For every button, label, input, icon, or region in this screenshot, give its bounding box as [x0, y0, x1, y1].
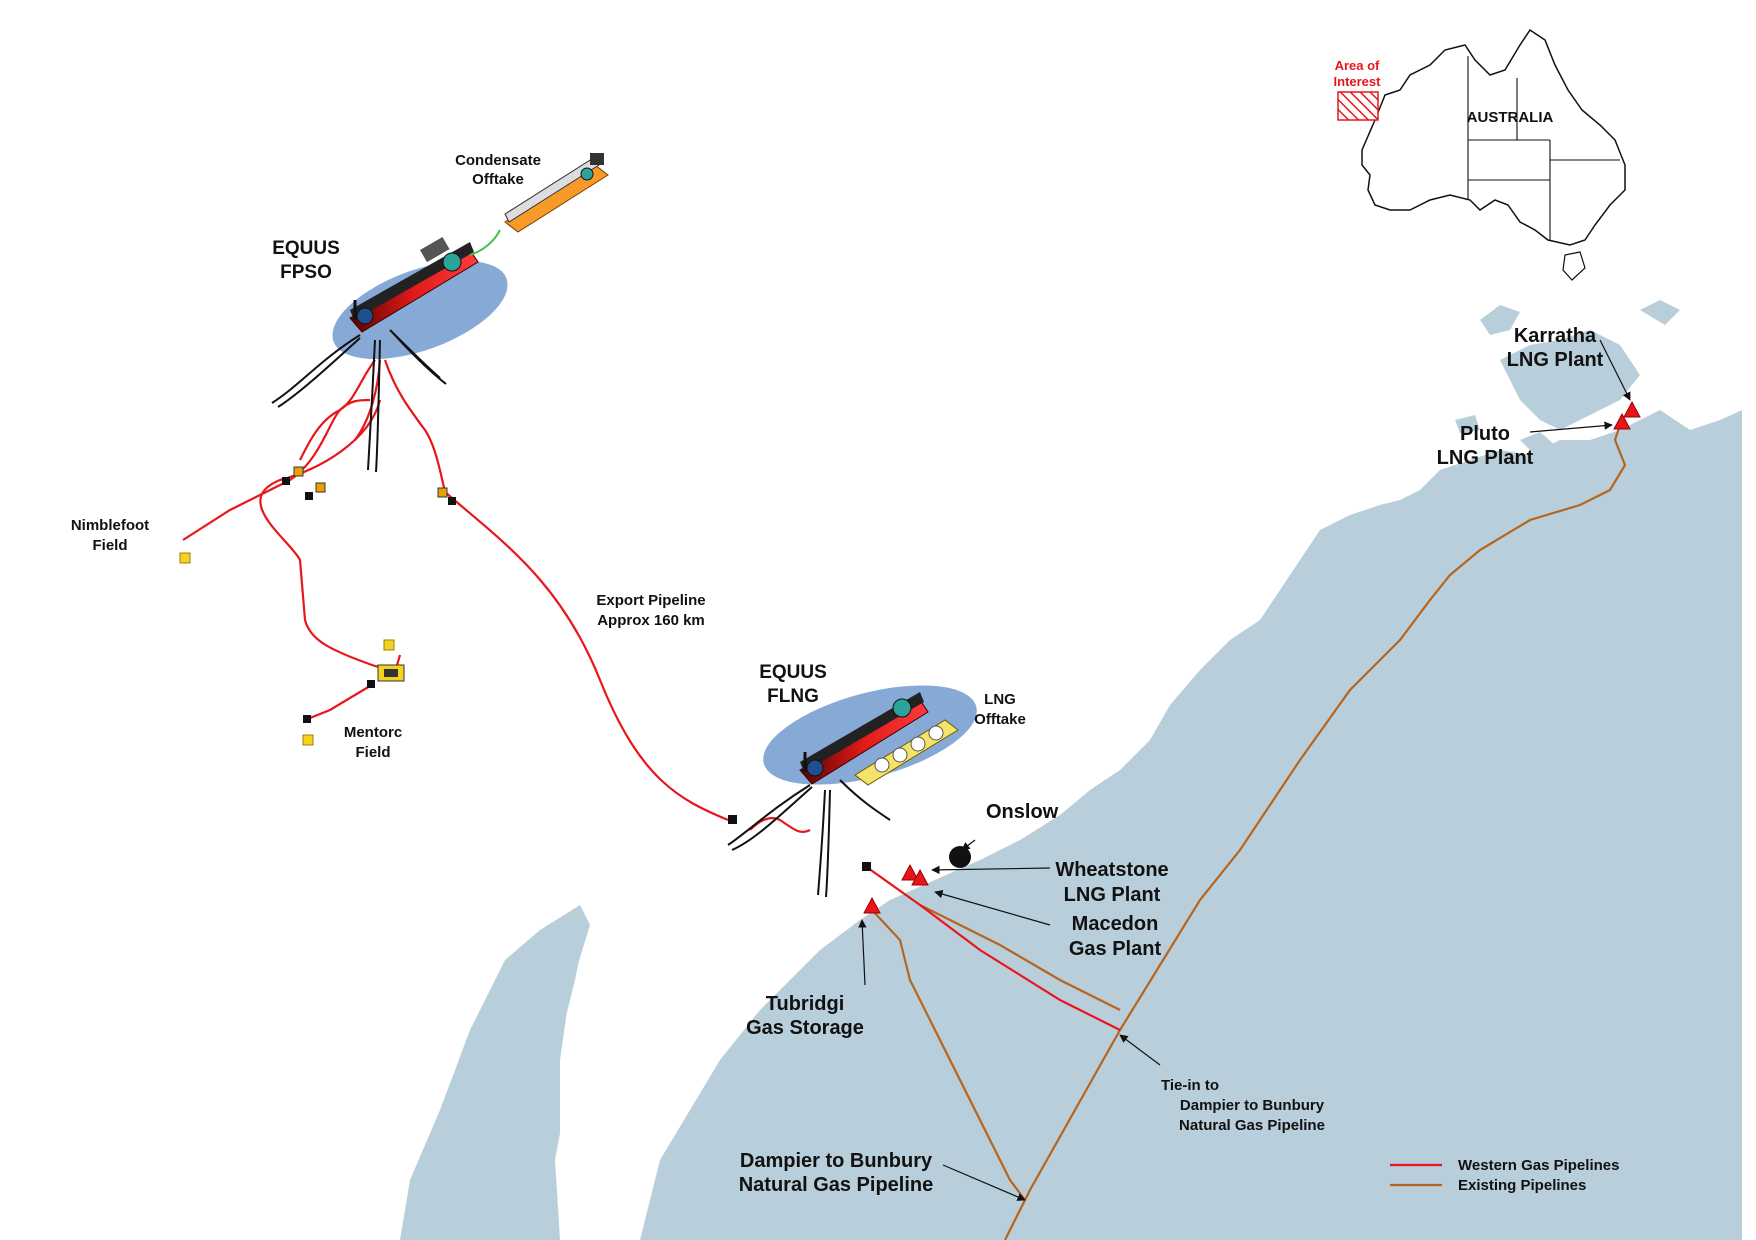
export-pipeline — [444, 491, 729, 822]
tasmania — [1562, 251, 1586, 281]
macedon-marker — [911, 868, 929, 886]
dbngp-main-line — [1004, 424, 1627, 1240]
dbngp-leader — [942, 1164, 1026, 1201]
existing-pipelines — [871, 424, 1627, 1240]
pluto-marker — [1613, 412, 1631, 430]
onslow-leader — [961, 839, 976, 851]
wellhead-mentorc-1 — [383, 639, 395, 651]
tubridgi-lateral — [871, 909, 1026, 1201]
subsea-node — [305, 492, 313, 500]
nimblefoot-flowline — [182, 398, 371, 541]
onslow-marker — [949, 846, 971, 868]
wheatstone-leader — [931, 865, 1051, 875]
tubridgi-marker — [863, 896, 881, 914]
fpso-riser-left — [299, 359, 376, 461]
leader-lines — [858, 339, 1631, 1201]
condensate-tanker — [469, 153, 609, 256]
mentorc-flowline — [259, 399, 402, 674]
subsea-node — [303, 715, 311, 723]
macedon-leader — [934, 890, 1051, 926]
australia-outline — [1361, 28, 1626, 246]
coastline-land — [400, 300, 1742, 1240]
subsea-node — [437, 487, 448, 498]
manifold-mentorc — [377, 664, 405, 682]
legend-label-western: Western Gas Pipelines — [1458, 1157, 1619, 1174]
mentorc-spur — [304, 685, 371, 722]
subsea-node — [367, 680, 375, 688]
australia-label: AUSTRALIA — [1467, 109, 1554, 126]
tubridgi-leader — [858, 919, 867, 986]
pluto-leader — [1529, 421, 1613, 433]
wellhead-nimblefoot — [179, 552, 191, 564]
macedon-lateral — [919, 904, 1121, 1011]
wellheads — [179, 552, 405, 746]
karratha-leader — [1599, 339, 1631, 401]
offtake-hose — [469, 229, 501, 256]
wellhead-mentorc-2 — [302, 734, 314, 746]
fpso-riser-right — [383, 359, 447, 493]
wheatstone-marker — [901, 863, 919, 881]
subsea-node — [728, 815, 737, 824]
subsea-node — [282, 477, 290, 485]
legend-label-existing: Existing Pipelines — [1458, 1177, 1586, 1194]
subsea-node — [448, 497, 456, 505]
wheatstone-tiein — [867, 867, 1121, 1031]
flng-vessel — [727, 685, 977, 898]
fpso-vessel — [271, 237, 508, 473]
facilities — [863, 400, 1641, 914]
subsea-nodes — [282, 466, 871, 871]
tiein-leader — [1119, 1034, 1161, 1066]
state-borders — [1467, 56, 1620, 240]
fpso-glow — [332, 260, 508, 360]
subsea-node — [315, 482, 326, 493]
subsea-node — [862, 862, 871, 871]
subsea-node — [293, 466, 304, 477]
legend: Western Gas Pipelines Existing Pipelines — [1390, 1157, 1619, 1194]
area-of-interest-box — [1337, 91, 1379, 121]
onslow-label: Onslow — [986, 801, 1059, 823]
lng-carrier — [854, 719, 959, 786]
karratha-marker — [1623, 400, 1641, 418]
